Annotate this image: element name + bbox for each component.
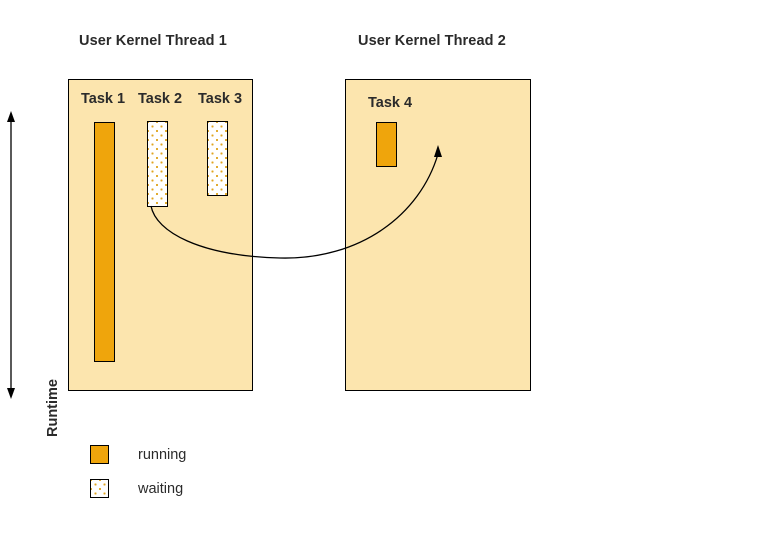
legend-item-waiting: waiting	[90, 479, 183, 498]
legend-waiting-label: waiting	[138, 480, 184, 497]
task-4-running-bar	[376, 122, 397, 167]
task-2-waiting-bar	[147, 121, 168, 207]
task-2-label: Task 2	[138, 91, 183, 107]
task-3-waiting-bar	[207, 121, 228, 196]
task-1-label: Task 1	[81, 91, 126, 107]
legend-item-running: running	[90, 445, 186, 464]
legend-waiting-swatch	[90, 479, 109, 498]
task-3-label: Task 3	[198, 91, 243, 107]
thread-1-title: User Kernel Thread 1	[79, 33, 227, 49]
legend-running-label: running	[138, 446, 187, 463]
thread-2-panel: Task 4	[345, 79, 531, 391]
task-4-label: Task 4	[368, 95, 413, 111]
task-1-running-bar	[94, 122, 115, 362]
thread-1-panel: Task 1 Task 2 Task 3	[68, 79, 253, 391]
thread-2-title: User Kernel Thread 2	[358, 33, 506, 49]
runtime-axis-label: Runtime	[45, 379, 61, 437]
runtime-axis: Runtime	[0, 110, 61, 437]
legend-running-swatch	[90, 445, 109, 464]
